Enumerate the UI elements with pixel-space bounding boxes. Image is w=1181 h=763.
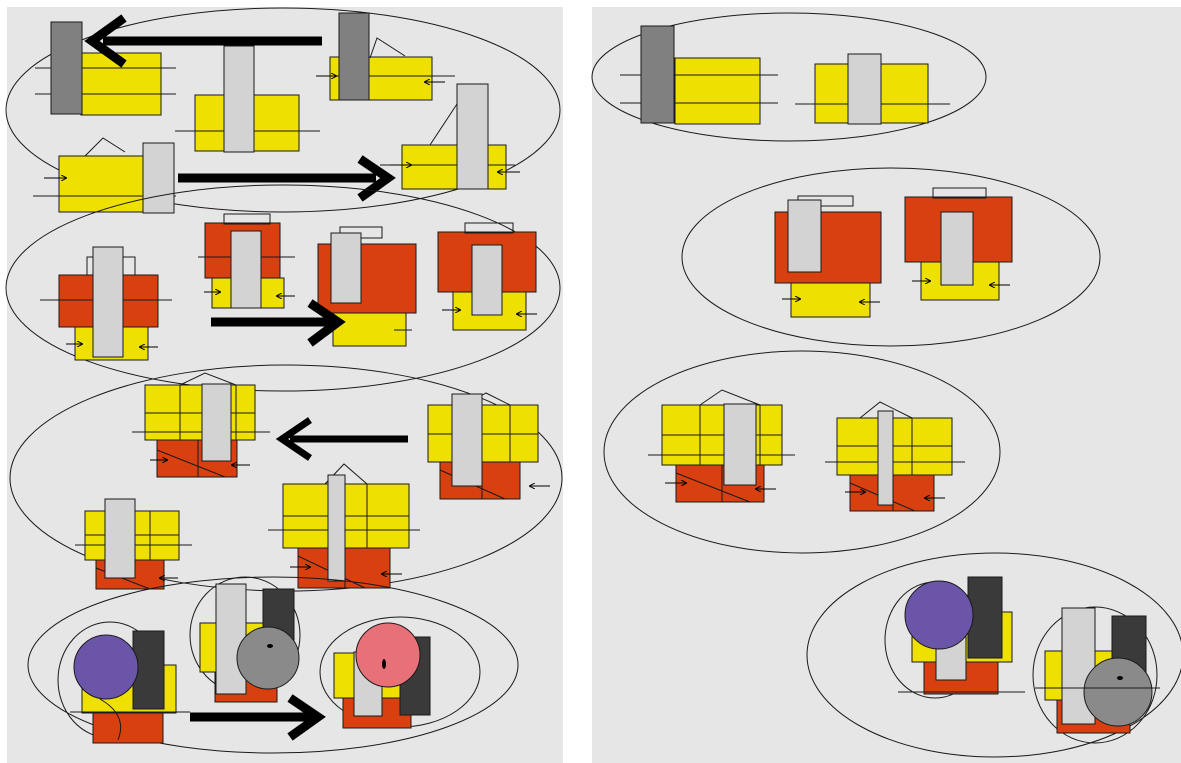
- right-unit-2: [795, 53, 950, 125]
- unit-k: [427, 392, 550, 500]
- unit-j: [132, 372, 270, 478]
- right-group-ellipse-3: [603, 350, 1001, 554]
- big-arrow-left-1: [84, 14, 322, 68]
- unit-o: [189, 576, 301, 703]
- right-group-ellipse-2: [681, 167, 1101, 347]
- group-ellipse-1: [5, 7, 561, 213]
- big-arrow-left-3: [275, 417, 408, 461]
- group-ellipse-2: [5, 184, 561, 392]
- right-unit-3: [774, 195, 882, 318]
- big-arrow-right-2: [211, 299, 346, 347]
- unit-c: [316, 12, 455, 101]
- unit-p: [319, 616, 481, 729]
- big-arrow-right-4: [190, 694, 326, 741]
- right-unit-8: [1032, 606, 1160, 744]
- right-unit-4: [904, 187, 1013, 301]
- right-unit-6: [825, 401, 965, 512]
- unit-d: [33, 137, 176, 214]
- unit-i: [437, 222, 537, 331]
- unit-f: [40, 246, 172, 361]
- unit-m: [268, 463, 420, 589]
- big-arrow-right-1: [178, 155, 396, 202]
- right-unit-7: [884, 576, 1025, 699]
- group-ellipse-4: [27, 576, 519, 754]
- right-group-ellipse-1: [591, 12, 987, 142]
- right-unit-5: [648, 389, 795, 503]
- right-group-ellipse-4: [806, 552, 1181, 758]
- unit-e: [380, 83, 520, 190]
- unit-n: [57, 621, 190, 744]
- unit-g: [198, 213, 295, 309]
- unit-h: [317, 226, 417, 347]
- unit-l: [75, 498, 192, 590]
- right-unit-1: [620, 25, 778, 125]
- unit-b: [175, 45, 320, 153]
